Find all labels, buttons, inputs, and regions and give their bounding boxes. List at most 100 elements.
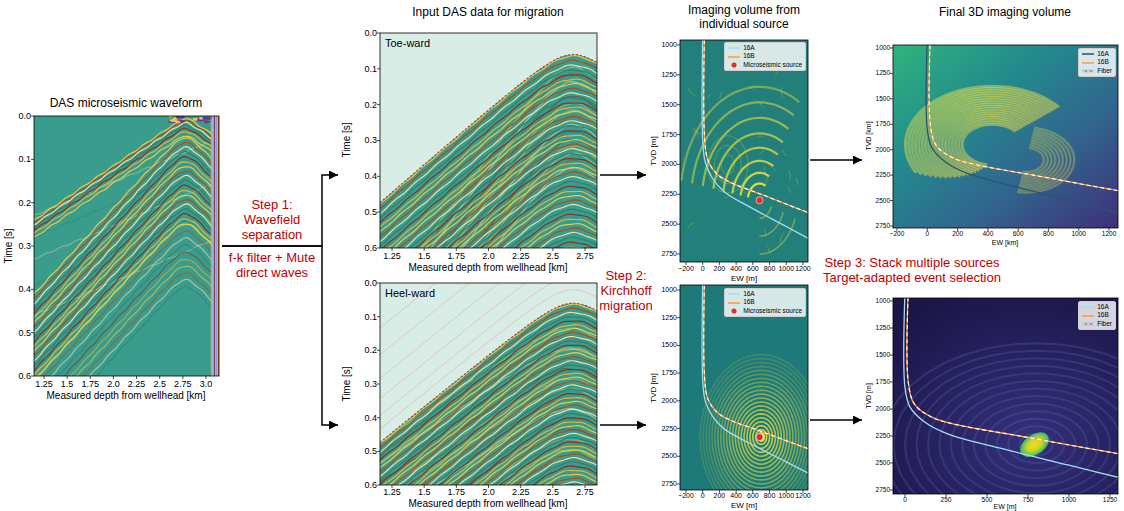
axis-label: Measured depth from wellhead [km] (409, 498, 568, 510)
tick-label: 0.3 (18, 241, 31, 251)
plot-graphic (377, 283, 380, 284)
plot-graphic (380, 33, 597, 248)
plot-graphic (380, 462, 597, 485)
plot-graphic (752, 262, 753, 265)
plot-graphic (905, 358, 1118, 494)
plot-graphic (780, 233, 784, 243)
plot-graphic (34, 185, 219, 343)
plot-graphic (34, 259, 219, 376)
tick-label: 2500 (876, 197, 890, 204)
tick-label: 0.5 (364, 446, 377, 456)
plot-graphic (718, 378, 805, 490)
plot-panel: Heel-wardTime [s]Measured depth from wel… (338, 278, 600, 511)
legend-text: 16A (743, 290, 755, 298)
plot-graphic (789, 187, 792, 193)
tick-label: 2.25 (512, 487, 530, 497)
axis-label: TVD [m] (649, 373, 658, 402)
tick-label: 0.2 (364, 99, 377, 109)
plot-graphic (377, 212, 380, 213)
legend-swatch (728, 300, 740, 306)
axes-frame (31, 116, 219, 379)
plot-graphic (688, 88, 695, 95)
tick-label: 0 (701, 265, 705, 273)
tick-label: 0.1 (364, 64, 377, 74)
plot-graphic (677, 194, 680, 195)
plot-graphic (31, 332, 34, 333)
tick-label: 1000 (661, 41, 677, 49)
plot-graphic (34, 231, 219, 376)
plot-graphic (34, 116, 219, 376)
plot-graphic (955, 120, 1020, 169)
tick-label: 1250 (876, 70, 890, 77)
legend-swatch (728, 291, 740, 297)
plot-graphic (677, 373, 680, 374)
plot-graphic (916, 366, 1118, 494)
tick-label: 2.5 (547, 487, 560, 497)
plot-graphic (34, 116, 219, 376)
tick-label: 1.75 (448, 251, 466, 261)
plot-graphic (377, 417, 380, 418)
plot-graphic (704, 285, 808, 453)
plot-graphic (677, 428, 680, 429)
tick-label: 0 (925, 230, 929, 237)
flow-arrow (600, 424, 646, 426)
plot-graphic (736, 262, 737, 265)
plot-graphic (962, 124, 1015, 164)
plot-graphic (216, 116, 218, 376)
flow-arrow (810, 419, 862, 421)
plot-graphic (765, 166, 766, 174)
tick-label: 0.0 (18, 111, 31, 121)
plot-graphic (380, 55, 597, 203)
tick-label: 1.25 (383, 251, 401, 261)
plot-graphic (380, 167, 597, 248)
legend-text: 16B (743, 298, 755, 306)
tick-label: 0.4 (364, 413, 377, 423)
plot-graphic (377, 176, 380, 177)
tick-label: 2750 (876, 222, 890, 229)
tick-label: 200 (714, 265, 726, 273)
panel-label: Heel-ward (385, 287, 435, 300)
plot-panel: Input DAS data for migrationToe-wardTime… (338, 2, 600, 278)
legend-box: 16A16BFiber (1078, 301, 1116, 330)
axis-label: EW [m] (731, 274, 757, 283)
plot-graphic (34, 238, 219, 376)
tick-label: 1.75 (82, 379, 100, 389)
legend-entry: Fiber (1082, 320, 1112, 328)
step-label: Step 2: Kirchhoff migration (593, 268, 659, 313)
plot-graphic (182, 376, 183, 379)
tick-label: 1000 (661, 286, 677, 294)
tick-label: 0.6 (364, 480, 377, 490)
plot-graphic (760, 206, 772, 218)
tick-label: 1000 (1072, 230, 1086, 237)
plot-graphic (907, 298, 1118, 457)
plot-graphic (788, 170, 790, 180)
plot-graphic (724, 386, 799, 488)
tick-label: −200 (678, 492, 694, 500)
plot-graphic (702, 285, 808, 479)
plot-graphic (202, 117, 212, 120)
plot-graphic (951, 388, 1118, 494)
legend-text: Microseismic source (743, 307, 802, 315)
tick-label: 1.25 (35, 379, 53, 389)
plot-graphic (677, 345, 680, 346)
legend-text: 16A (1097, 50, 1109, 58)
plot-graphic (1022, 145, 1048, 174)
tick-label: 600 (1013, 230, 1024, 237)
tick-label: 2.25 (512, 251, 530, 261)
plot-graphic (796, 178, 798, 186)
plot-graphic (392, 248, 393, 251)
tick-label: 2250 (661, 190, 677, 198)
tick-label: 1200 (795, 265, 811, 273)
panel-label: Toe-ward (385, 37, 430, 50)
plot-area (893, 45, 1118, 228)
plot-graphic (34, 279, 219, 376)
plot-panel: DAS microseismic waveformTime [s]Measure… (2, 95, 222, 405)
plot-graphic (205, 376, 206, 379)
legend-text: 16B (743, 52, 755, 60)
plot-panel: TVD [m]EW [m]100012501500175020002250250… (646, 285, 810, 511)
plot-graphic (890, 409, 893, 410)
tick-label: 0.0 (364, 28, 377, 38)
tick-label: 800 (764, 492, 776, 500)
plot-graphic (760, 101, 765, 108)
